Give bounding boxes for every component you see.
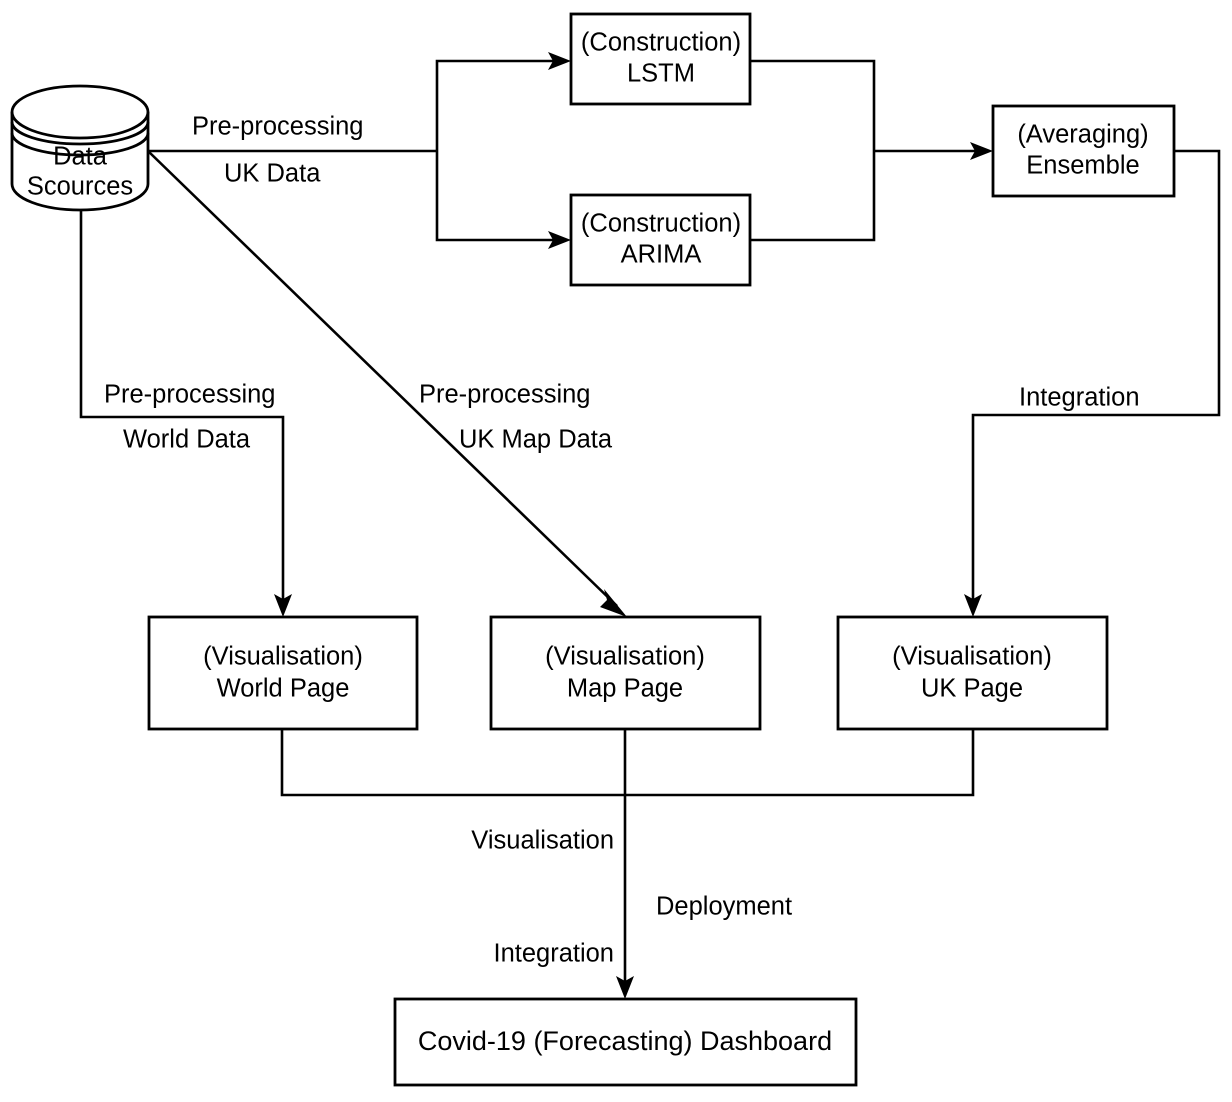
arima-label-line1: (Construction) <box>581 210 741 238</box>
node-data-sources[interactable]: Data Scources <box>10 84 150 212</box>
uk-page-label-line2: UK Page <box>921 675 1023 703</box>
uk-page-box <box>836 615 1109 731</box>
edge-label-uk-map-data-top: Pre-processing <box>419 381 591 409</box>
data-sources-label-line2: Scources <box>27 173 133 201</box>
lstm-label-line1: (Construction) <box>581 29 741 57</box>
map-page-box <box>489 615 762 731</box>
dashboard-label: Covid-19 (Forecasting) Dashboard <box>418 1026 832 1056</box>
dashboard-box <box>393 997 858 1087</box>
node-lstm[interactable]: (Construction) LSTM <box>569 12 752 106</box>
map-page-label-line2: Map Page <box>567 675 683 703</box>
edge-label-uk-data-bottom: UK Data <box>224 160 321 188</box>
arrowhead-into-dashboard <box>616 976 634 999</box>
cylinder-rib-1 <box>10 121 150 146</box>
arima-label-line2: ARIMA <box>621 241 702 269</box>
ensemble-label-line1: (Averaging) <box>1017 121 1148 149</box>
edge-label-uk-data-top: Pre-processing <box>192 113 364 141</box>
node-arima[interactable]: (Construction) ARIMA <box>569 193 752 287</box>
node-uk-page[interactable]: (Visualisation) UK Page <box>836 615 1109 731</box>
edge-datasources-to-map-page <box>147 150 627 617</box>
cylinder-rib-2 <box>10 132 150 157</box>
edge-line-integration <box>971 149 1221 602</box>
arrowhead-into-ensemble <box>970 142 993 160</box>
edge-label-integration-right: Integration <box>1019 384 1140 412</box>
edge-models-to-ensemble <box>750 59 993 242</box>
edge-line-split-to-lstm <box>435 59 556 151</box>
edge-label-world-data-bottom: World Data <box>123 426 251 454</box>
edge-datasources-to-models <box>148 52 571 249</box>
edge-line-pages-merge-bar <box>280 729 975 797</box>
edge-pages-to-dashboard <box>280 729 975 999</box>
edge-datasources-to-world-page <box>79 198 292 617</box>
edge-label-deployment: Deployment <box>656 893 792 921</box>
ensemble-box <box>991 104 1176 198</box>
edge-line-uk-map-data-diagonal <box>147 150 618 607</box>
arrowhead-into-world-page <box>274 594 292 617</box>
world-page-box <box>147 615 419 731</box>
map-page-label-line1: (Visualisation) <box>545 643 705 671</box>
node-world-page[interactable]: (Visualisation) World Page <box>147 615 419 731</box>
node-ensemble[interactable]: (Averaging) Ensemble <box>991 104 1176 198</box>
uk-page-label-line1: (Visualisation) <box>892 643 1052 671</box>
cylinder-body <box>10 84 150 212</box>
arrowhead-into-uk-page <box>964 594 982 617</box>
edge-line-split-to-arima <box>435 151 556 242</box>
cylinder-top-ellipse-arc <box>10 111 150 140</box>
arima-box <box>569 193 752 287</box>
node-map-page[interactable]: (Visualisation) Map Page <box>489 615 762 731</box>
lstm-label-line2: LSTM <box>627 60 695 88</box>
arrowhead-into-lstm <box>548 52 571 70</box>
edge-line-world-data <box>79 198 285 602</box>
data-sources-label-line1: Data <box>53 143 108 171</box>
arrowhead-into-arima <box>548 231 571 249</box>
arrowhead-into-map-page <box>600 589 627 617</box>
edge-line-arima-to-merge <box>750 151 876 242</box>
edge-label-world-data-top: Pre-processing <box>104 381 276 409</box>
edge-label-integration-bottom: Integration <box>493 940 614 968</box>
lstm-box <box>569 12 752 106</box>
edge-line-lstm-to-merge <box>750 59 876 151</box>
edge-ensemble-to-uk-page <box>964 149 1221 617</box>
edge-label-visualisation: Visualisation <box>471 827 614 855</box>
node-dashboard[interactable]: Covid-19 (Forecasting) Dashboard <box>393 997 858 1087</box>
world-page-label-line1: (Visualisation) <box>203 643 363 671</box>
world-page-label-line2: World Page <box>217 675 350 703</box>
edge-label-uk-map-data-bottom: UK Map Data <box>459 426 613 454</box>
ensemble-label-line2: Ensemble <box>1026 152 1139 180</box>
